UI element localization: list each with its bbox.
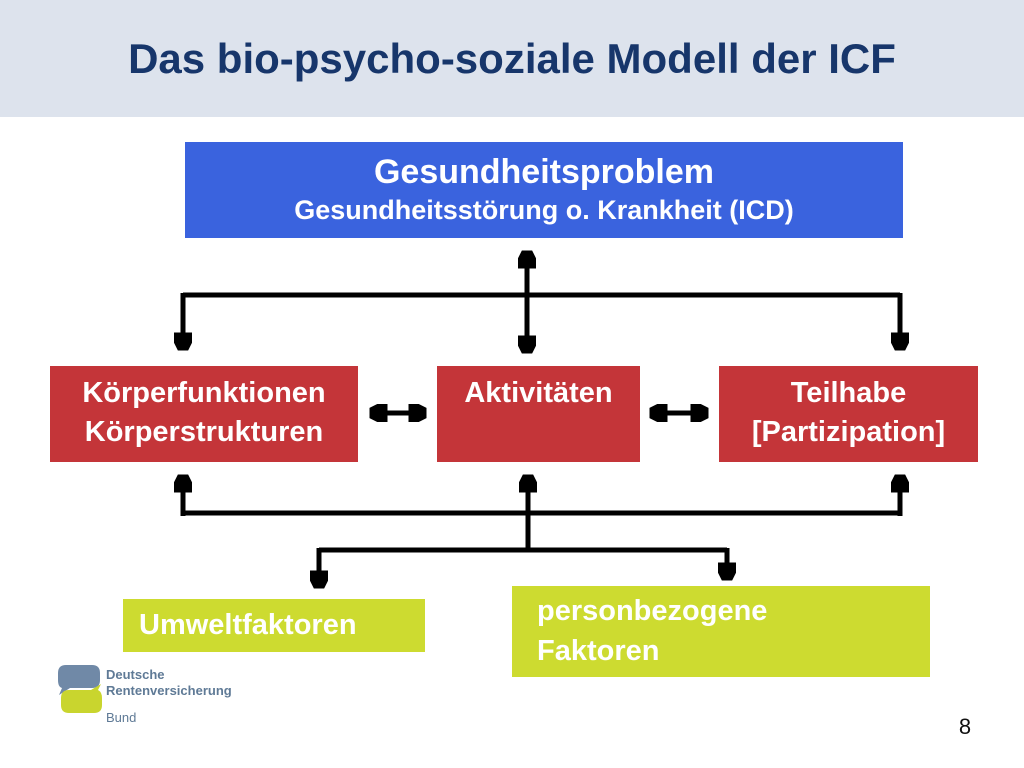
slide-header: Das bio-psycho-soziale Modell der ICF: [0, 0, 1024, 117]
logo-text-line2: Rentenversicherung: [106, 683, 232, 699]
activities-box: Aktivitäten: [437, 366, 640, 462]
health-problem-box: Gesundheitsproblem Gesundheitsstörung o.…: [185, 142, 903, 238]
body-functions-line1: Körperfunktionen: [82, 377, 326, 409]
activities-label: Aktivitäten: [464, 377, 613, 409]
personal-factors-box: personbezogene Faktoren: [512, 586, 930, 677]
personal-factors-line1: personbezogene: [537, 595, 768, 628]
environment-factors-box: Umweltfaktoren: [123, 599, 425, 652]
health-problem-title: Gesundheitsproblem: [373, 153, 715, 192]
participation-line1: Teilhabe: [790, 377, 907, 409]
logo-text-line1: Deutsche: [106, 667, 165, 682]
logo-speech-bubbles-icon: [58, 665, 102, 713]
slide-title: Das bio-psycho-soziale Modell der ICF: [128, 34, 896, 82]
participation-box: Teilhabe [Partizipation]: [719, 366, 978, 462]
participation-line2: [Partizipation]: [751, 416, 946, 449]
personal-factors-line2: Faktoren: [537, 634, 660, 667]
body-functions-line2: Körperstrukturen: [84, 416, 324, 449]
logo-text: Deutsche Rentenversicherung Bund: [106, 667, 232, 726]
logo-text-bund: Bund: [106, 709, 137, 725]
environment-factors-label: Umweltfaktoren: [139, 608, 357, 641]
page-number: 8: [958, 714, 972, 739]
deutsche-rentenversicherung-logo: Deutsche Rentenversicherung Bund: [50, 663, 250, 733]
health-problem-subtitle: Gesundheitsstörung o. Krankheit (ICD): [294, 194, 794, 225]
body-functions-box: Körperfunktionen Körperstrukturen: [50, 366, 358, 462]
